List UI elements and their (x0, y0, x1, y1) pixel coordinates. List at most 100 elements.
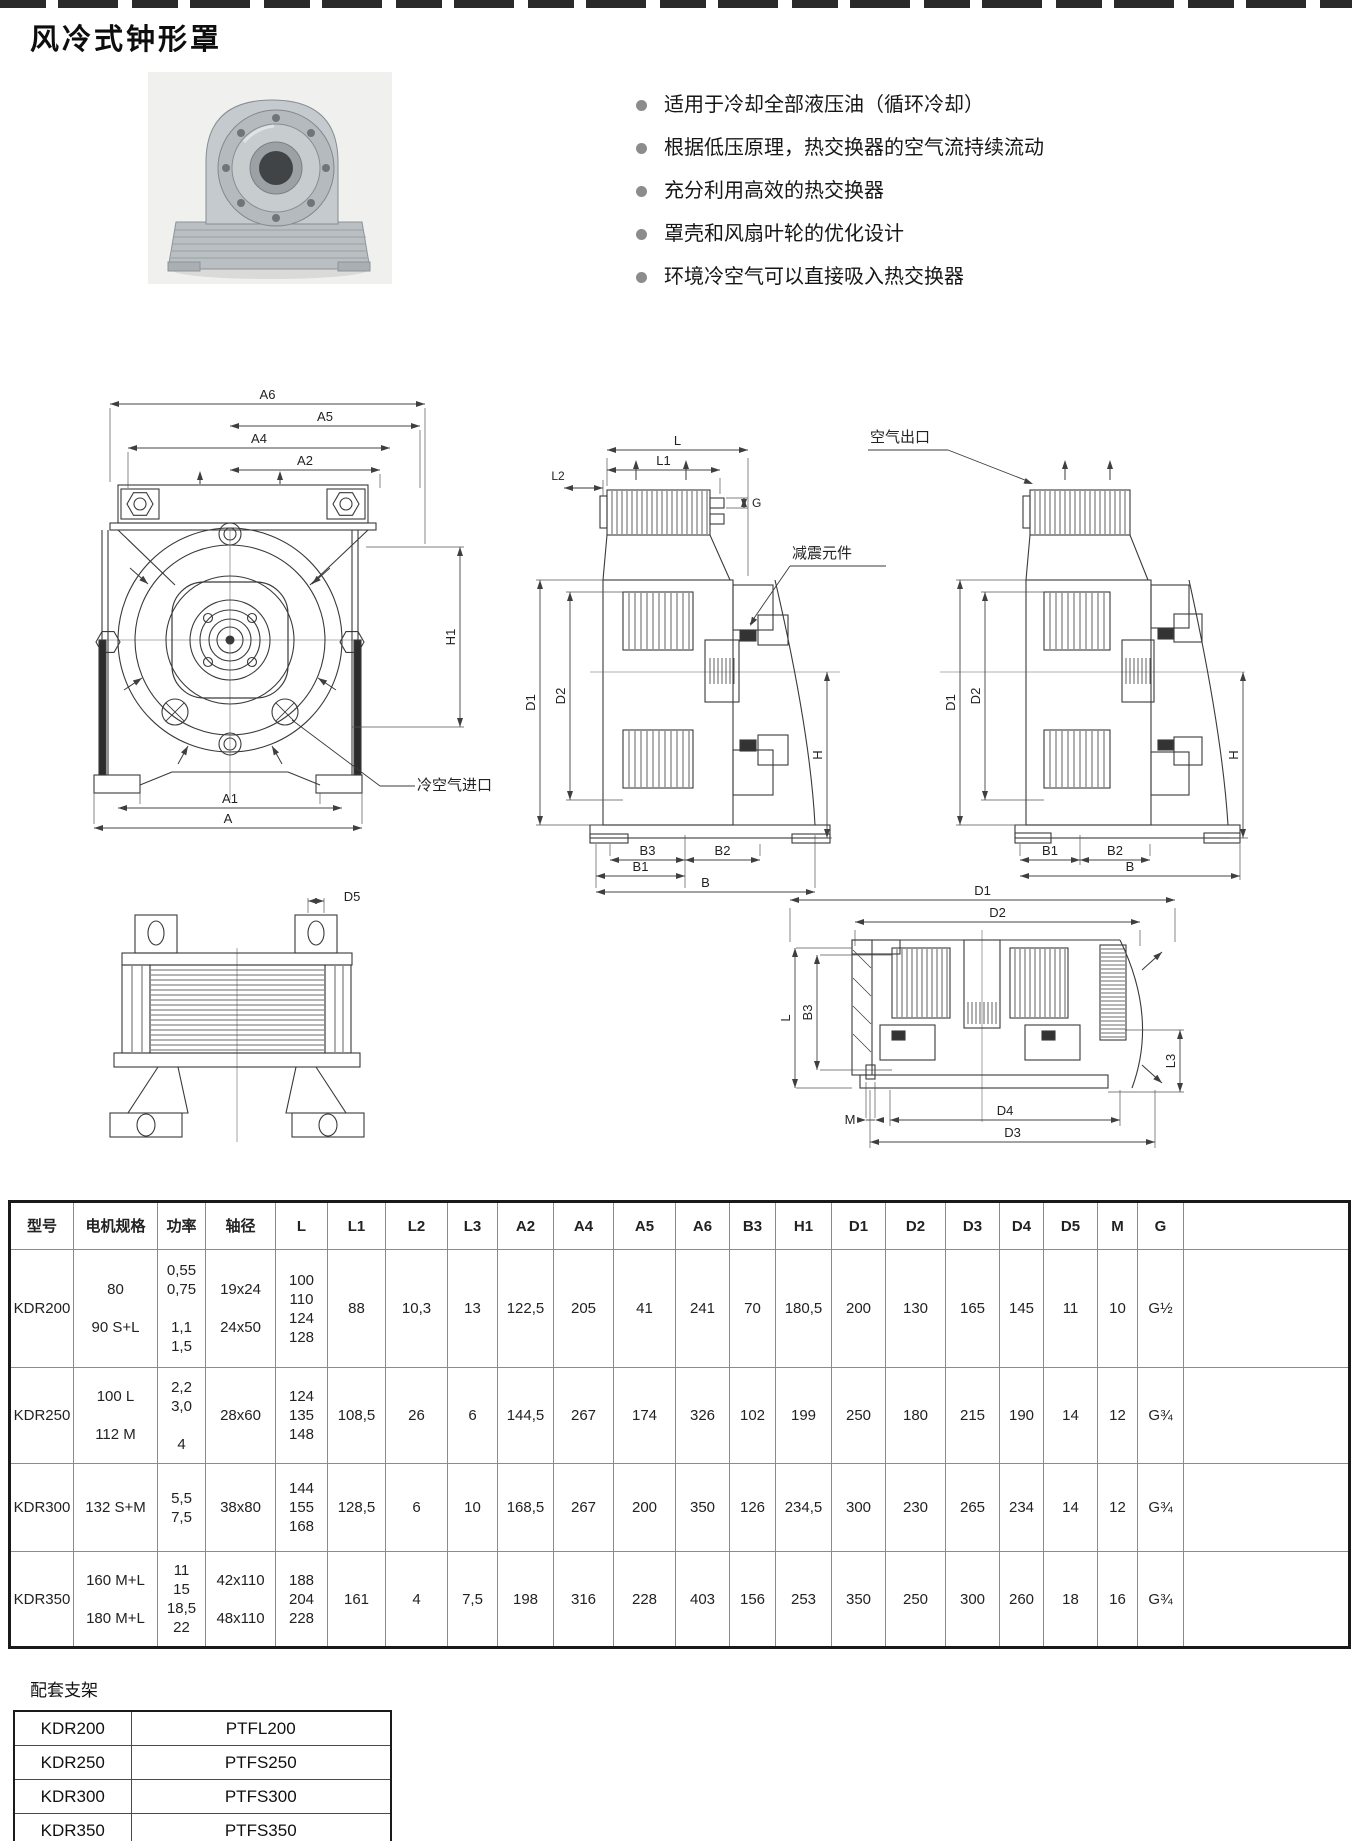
d1-label: D1 (943, 694, 958, 711)
column-header: 功率 (157, 1201, 206, 1250)
value-cell: 122,5 (497, 1249, 554, 1368)
model-cell: KDR200 (9, 1249, 74, 1368)
value-cell: 26 (385, 1367, 448, 1464)
value-cell: 102 (729, 1367, 776, 1464)
value-cell: 350 (675, 1463, 730, 1552)
bullet-icon (636, 228, 647, 240)
bracket-part-cell: PTFS300 (130, 1779, 392, 1814)
value-cell: 228 (613, 1551, 676, 1648)
feature-item: 环境冷空气可以直接吸入热交换器 (636, 262, 1044, 292)
value-cell: 250 (831, 1367, 886, 1464)
value-cell: 403 (675, 1551, 730, 1648)
d2-label: D2 (968, 688, 983, 705)
a5-label: A5 (317, 409, 333, 424)
b3-label: B3 (640, 843, 656, 858)
l2-label: L2 (551, 469, 565, 483)
bracket-model-cell: KDR300 (13, 1779, 132, 1814)
feature-text: 环境冷空气可以直接吸入热交换器 (664, 266, 964, 288)
b1-label: B1 (1042, 843, 1058, 858)
value-cell: 174 (613, 1367, 676, 1464)
value-cell: 128,5 (327, 1463, 386, 1552)
column-header: D3 (945, 1201, 1000, 1250)
a2-label: A2 (297, 453, 313, 468)
value-cell (1183, 1249, 1350, 1368)
b2-label: B2 (715, 843, 731, 858)
value-cell: 7,5 (447, 1551, 498, 1648)
value-cell: 265 (945, 1463, 1000, 1552)
h-label: H (1226, 750, 1241, 759)
value-cell: 70 (729, 1249, 776, 1368)
value-cell: 161 (327, 1551, 386, 1648)
column-header: G (1137, 1201, 1184, 1250)
column-header: M (1097, 1201, 1138, 1250)
value-cell: 145 (999, 1249, 1044, 1368)
column-header: L2 (385, 1201, 448, 1250)
column-header: B3 (729, 1201, 776, 1250)
air-outlet-label: 空气出口 (870, 429, 930, 446)
column-header: 型号 (9, 1201, 74, 1250)
column-header: 电机规格 (73, 1201, 158, 1250)
value-cell (1183, 1463, 1350, 1552)
value-cell: 42x110 48x110 (205, 1551, 276, 1648)
page-title: 风冷式钟形罩 (30, 24, 223, 56)
value-cell: 10 (447, 1463, 498, 1552)
value-cell: 180 (885, 1367, 946, 1464)
l1-label: L1 (656, 453, 670, 468)
value-cell: 144,5 (497, 1367, 554, 1464)
bracket-part-cell: PTFL200 (130, 1710, 392, 1746)
bullet-icon (636, 185, 647, 197)
column-header: H1 (775, 1201, 832, 1250)
column-header: L (275, 1201, 328, 1250)
value-cell: 10 (1097, 1249, 1138, 1368)
d5-label: D5 (344, 889, 361, 904)
l3-label: L3 (1163, 1054, 1178, 1068)
bracket-model-cell: KDR350 (13, 1813, 132, 1841)
bracket-model-cell: KDR250 (13, 1745, 132, 1780)
m-label: M (845, 1112, 856, 1127)
value-cell: 267 (553, 1463, 614, 1552)
value-cell: 165 (945, 1249, 1000, 1368)
b-label: B (1126, 859, 1135, 874)
value-cell: 326 (675, 1367, 730, 1464)
column-header: D4 (999, 1201, 1044, 1250)
column-header (1183, 1201, 1350, 1250)
value-cell: 260 (999, 1551, 1044, 1648)
value-cell: 16 (1097, 1551, 1138, 1648)
value-cell: 14 (1043, 1367, 1098, 1464)
bracket-part-cell: PTFS350 (130, 1813, 392, 1841)
column-header: A4 (553, 1201, 614, 1250)
value-cell: 190 (999, 1367, 1044, 1464)
b1-label: B1 (633, 859, 649, 874)
value-cell: 144 155 168 (275, 1463, 328, 1552)
value-cell: 14 (1043, 1463, 1098, 1552)
a-label: A (224, 811, 233, 826)
value-cell: 234 (999, 1463, 1044, 1552)
column-header: A2 (497, 1201, 554, 1250)
h1-label: H1 (443, 629, 458, 646)
value-cell: 19x24 24x50 (205, 1249, 276, 1368)
value-cell: 10,3 (385, 1249, 448, 1368)
value-cell: 126 (729, 1463, 776, 1552)
value-cell: 2,2 3,0 4 (157, 1367, 206, 1464)
column-header: A6 (675, 1201, 730, 1250)
bracket-section-title: 配套支架 (30, 1681, 98, 1700)
value-cell: 198 (497, 1551, 554, 1648)
value-cell: 130 (885, 1249, 946, 1368)
b3-label: B3 (800, 1005, 815, 1021)
bracket-part-cell: PTFS250 (130, 1745, 392, 1780)
value-cell: 168,5 (497, 1463, 554, 1552)
value-cell: 300 (831, 1463, 886, 1552)
value-cell: 200 (831, 1249, 886, 1368)
value-cell: 124 135 148 (275, 1367, 328, 1464)
value-cell: 132 S+M (73, 1463, 158, 1552)
